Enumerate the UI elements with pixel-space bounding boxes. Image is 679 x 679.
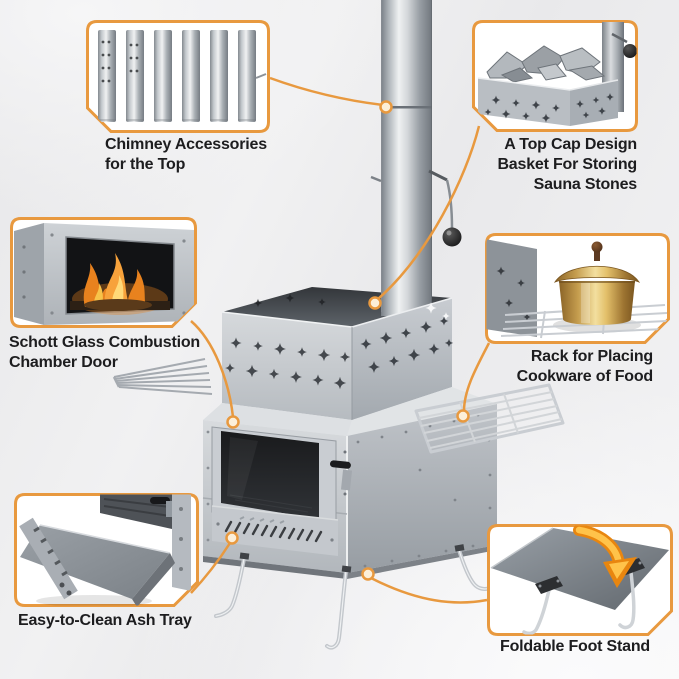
connector-cookware-rack [462,342,491,412]
callout-box-top-cap-basket [472,20,638,132]
chimney-pipes-icon [86,20,270,133]
stove-underside [491,528,669,610]
chimney-pipe [370,0,432,316]
callout-label-glass-door: Schott Glass Combustion Chamber Door [9,333,200,373]
dot-basket [368,296,382,310]
callout-dots [225,100,470,581]
label-line: Chamber Door [9,353,118,371]
brass-pot [553,241,641,325]
label-line: Rack for Placing [530,348,653,365]
folding-legs-icon [487,524,673,636]
dot-rack [456,409,470,423]
stove-top-sliver [203,403,352,436]
callout-label-cookware-rack: Rack for Placing Cookware of Food [516,347,654,387]
callout-connectors [190,76,491,604]
rivets-front-face [206,430,210,542]
label-line: Foldable Foot Stand [500,638,650,655]
connector-ash-tray [190,542,232,594]
basket-front [477,77,619,126]
connector-top-cap-basket [377,125,481,300]
dot-door [226,415,240,429]
connector-glass-door [190,320,235,418]
callout-box-foot-stand [487,524,673,636]
connector-foot-stand [370,576,488,604]
ash-drawer [211,505,339,556]
label-line: for the Top [105,155,186,173]
combustion-door [211,426,353,529]
stove-corner [486,239,537,337]
foot-stands [214,544,492,650]
callout-box-chimney-accessories [86,20,270,133]
label-line: Basket For Storing [497,155,637,173]
stove-side-panel [14,223,44,325]
dot-foot-stand [361,567,375,581]
fire [70,253,170,315]
door-latch [329,450,353,496]
hinge-bracket [535,576,563,594]
side-rack-right [414,383,565,454]
side-rack-left [112,358,213,395]
ash-tray-pan [19,513,175,606]
label-line: Cookware of Food [516,367,654,385]
callout-box-ash-tray [14,493,199,607]
fire-window-icon [10,217,197,328]
callout-box-cookware-rack [485,233,670,344]
callout-label-chimney-accessories: Chimney Accessories for the Top [105,135,267,175]
label-line: A Top Cap Design [504,136,637,153]
stove-frame-strip [172,494,191,591]
callout-box-glass-door [10,217,197,328]
folding-leg-wires [522,570,636,635]
stone-basket [221,297,454,420]
label-line: Chimney Accessories [105,136,267,153]
dot-ash-tray [225,531,239,545]
label-line: Schott Glass Combustion [9,334,200,351]
drawer-vents [224,520,323,543]
fold-arrow [573,525,637,588]
label-line: Sauna Stones [533,175,638,193]
stone-basket-icon [472,20,638,132]
dot-chimney [379,100,393,114]
brass-pot-on-rack-icon [485,233,670,344]
callout-label-foot-stand: Foldable Foot Stand [500,637,650,657]
damper-ball-small [623,44,637,58]
damper-handle [428,169,462,247]
sauna-stones [486,45,606,83]
ash-tray-drawer-icon [14,493,199,607]
callout-label-ash-tray: Easy-to-Clean Ash Tray [18,611,192,631]
callout-label-top-cap-basket: A Top Cap Design Basket For Storing Saun… [497,135,637,194]
pipe-segments [98,30,267,122]
embossed-brand-marks [33,526,68,577]
stove-top-deck [347,387,497,436]
label-line: Easy-to-Clean Ash Tray [18,612,192,629]
connector-chimney-accessories [269,76,384,107]
